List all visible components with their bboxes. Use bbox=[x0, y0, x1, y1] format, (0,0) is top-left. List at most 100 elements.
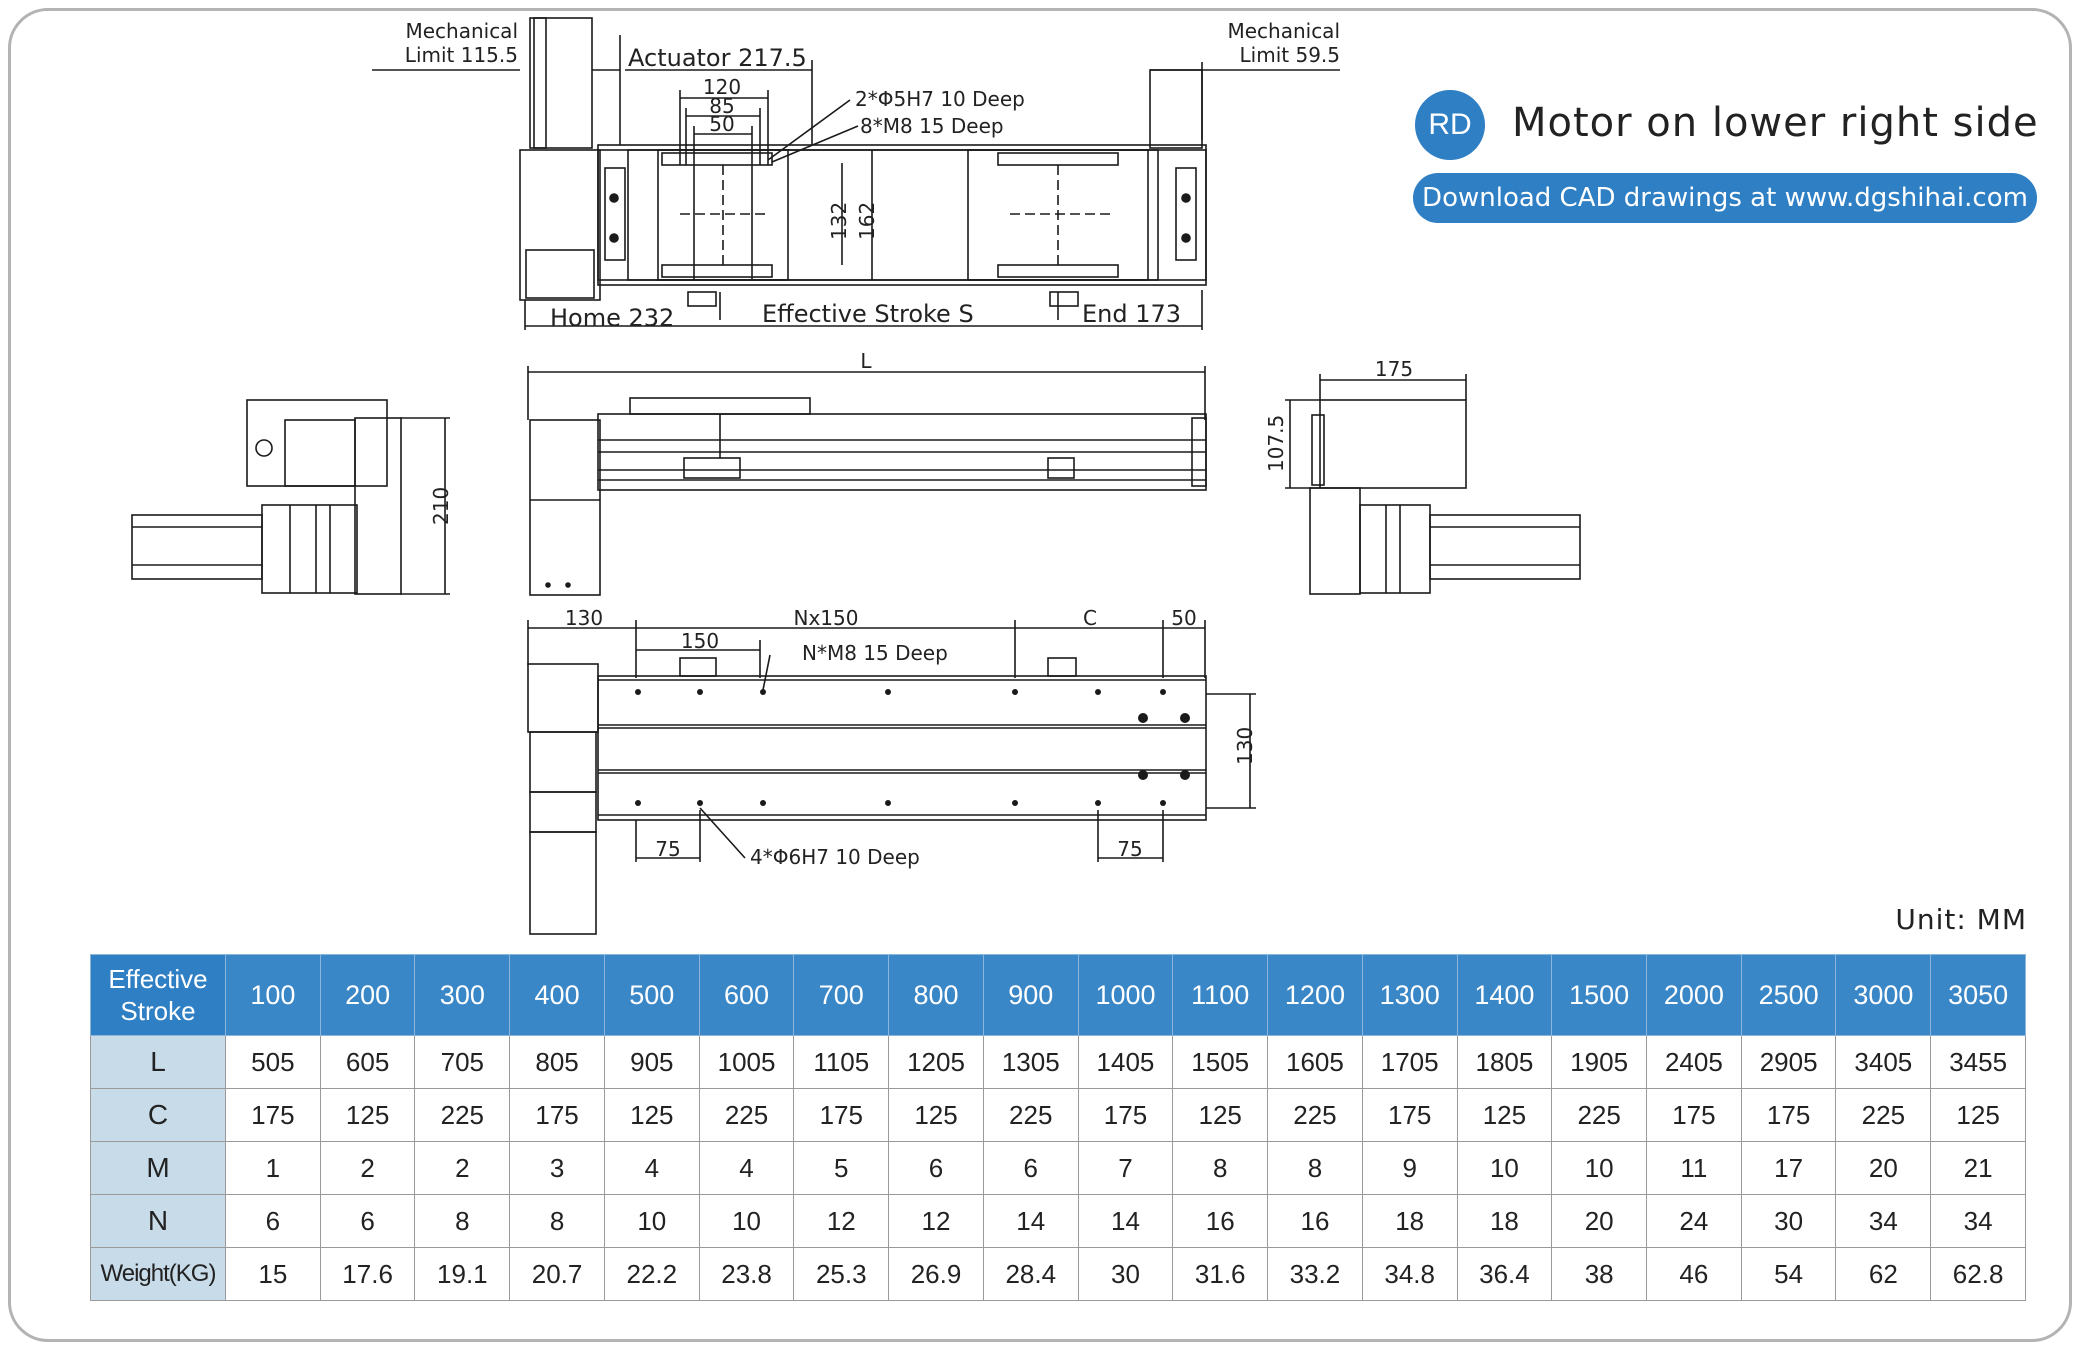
table-cell: 6 bbox=[982, 1141, 1079, 1195]
pin-note: 2*Φ5H7 10 Deep bbox=[855, 87, 1025, 111]
mech-limit-left-line1: Mechanical bbox=[405, 19, 518, 43]
nx150-label: Nx150 bbox=[794, 606, 859, 630]
actuator-label: Actuator 217.5 bbox=[628, 44, 807, 72]
table-cell: 10 bbox=[1551, 1141, 1648, 1195]
table-cell: 11 bbox=[1646, 1141, 1742, 1195]
table-cell: 20 bbox=[1551, 1194, 1648, 1248]
table-cell: 3455 bbox=[1930, 1035, 2026, 1089]
table-cell: 16 bbox=[1267, 1194, 1363, 1248]
dim-75-left: 75 bbox=[655, 837, 680, 861]
header-stroke-cell: 700 bbox=[793, 954, 890, 1036]
table-cell: 225 bbox=[414, 1088, 511, 1142]
header-stroke-cell: 500 bbox=[603, 954, 700, 1036]
nm8-note: N*M8 15 Deep bbox=[802, 641, 948, 665]
table-cell: 62.8 bbox=[1930, 1247, 2026, 1301]
table-cell: 2 bbox=[414, 1141, 511, 1195]
header-stroke-cell: 1400 bbox=[1456, 954, 1553, 1036]
table-cell: 19.1 bbox=[414, 1247, 511, 1301]
bottom-view bbox=[527, 620, 1256, 935]
dim-50-bottom: 50 bbox=[1171, 606, 1196, 630]
table-cell: 12 bbox=[793, 1194, 890, 1248]
header-stroke-cell: 600 bbox=[698, 954, 795, 1036]
header-label-line2: Stroke bbox=[120, 996, 196, 1026]
page-title: Motor on lower right side bbox=[1512, 100, 2039, 146]
table-cell: 14 bbox=[1077, 1194, 1174, 1248]
table-cell: 1505 bbox=[1172, 1035, 1269, 1089]
table-cell: 24 bbox=[1646, 1194, 1742, 1248]
dim-162: 162 bbox=[855, 202, 879, 240]
row-label: C bbox=[90, 1088, 226, 1142]
table-cell: 10 bbox=[603, 1194, 700, 1248]
table-cell: 125 bbox=[888, 1088, 984, 1142]
header-stroke-cell: 3000 bbox=[1835, 954, 1932, 1036]
header-stroke-cell: 100 bbox=[225, 954, 321, 1036]
header-stroke-cell: 900 bbox=[982, 954, 1079, 1036]
header-stroke-cell: 1300 bbox=[1361, 954, 1458, 1036]
header-stroke-cell: 2000 bbox=[1646, 954, 1742, 1036]
row-label: N bbox=[90, 1194, 226, 1248]
table-cell: 34 bbox=[1930, 1194, 2026, 1248]
screw-note: 8*M8 15 Deep bbox=[860, 114, 1004, 138]
table-cell: 62 bbox=[1835, 1247, 1932, 1301]
header-stroke-cell: 1200 bbox=[1267, 954, 1363, 1036]
header-stroke-cell: 2500 bbox=[1740, 954, 1837, 1036]
table-cell: 33.2 bbox=[1267, 1247, 1363, 1301]
header-effective-stroke: Effective Stroke bbox=[90, 954, 226, 1036]
table-cell: 5 bbox=[793, 1141, 890, 1195]
table-cell: 225 bbox=[1835, 1088, 1932, 1142]
length-label: L bbox=[860, 349, 872, 373]
table-cell: 34 bbox=[1835, 1194, 1932, 1248]
row-label: M bbox=[90, 1141, 226, 1195]
dim-175: 175 bbox=[1375, 357, 1413, 381]
table-cell: 4 bbox=[698, 1141, 795, 1195]
dim-150: 150 bbox=[681, 629, 719, 653]
dim-130-top: 130 bbox=[565, 606, 603, 630]
table-cell: 225 bbox=[698, 1088, 795, 1142]
table-cell: 15 bbox=[225, 1247, 321, 1301]
dim-107-5: 107.5 bbox=[1264, 415, 1288, 472]
table-cell: 12 bbox=[888, 1194, 984, 1248]
table-cell: 4 bbox=[603, 1141, 700, 1195]
table-cell: 175 bbox=[1361, 1088, 1458, 1142]
dim-85: 85 bbox=[709, 94, 734, 118]
table-cell: 1105 bbox=[793, 1035, 890, 1089]
header-stroke-cell: 1100 bbox=[1172, 954, 1269, 1036]
table-cell: 54 bbox=[1740, 1247, 1837, 1301]
table-cell: 175 bbox=[793, 1088, 890, 1142]
top-view bbox=[372, 17, 1340, 330]
table-cell: 225 bbox=[1267, 1088, 1363, 1142]
table-cell: 7 bbox=[1077, 1141, 1174, 1195]
table-cell: 28.4 bbox=[982, 1247, 1079, 1301]
table-cell: 175 bbox=[1646, 1088, 1742, 1142]
table-cell: 1 bbox=[225, 1141, 321, 1195]
end-label: End 173 bbox=[1082, 300, 1181, 328]
table-cell: 1305 bbox=[982, 1035, 1079, 1089]
table-cell: 1205 bbox=[888, 1035, 984, 1089]
download-cad-link[interactable]: Download CAD drawings at www.dgshihai.co… bbox=[1413, 173, 2037, 223]
table-cell: 805 bbox=[509, 1035, 605, 1089]
table-cell: 905 bbox=[603, 1035, 700, 1089]
table-cell: 9 bbox=[1361, 1141, 1458, 1195]
table-cell: 22.2 bbox=[603, 1247, 700, 1301]
table-cell: 6 bbox=[888, 1141, 984, 1195]
table-cell: 10 bbox=[698, 1194, 795, 1248]
table-cell: 20.7 bbox=[509, 1247, 605, 1301]
table-cell: 1405 bbox=[1077, 1035, 1174, 1089]
mech-limit-left-line2: Limit 115.5 bbox=[405, 43, 518, 67]
technical-drawing: Mechanical Limit 115.5 Actuator 217.5 Me… bbox=[131, 17, 1581, 935]
dim-210: 210 bbox=[429, 487, 453, 525]
table-cell: 6 bbox=[225, 1194, 321, 1248]
table-cell: 2905 bbox=[1740, 1035, 1837, 1089]
header-stroke-cell: 300 bbox=[414, 954, 511, 1036]
row-label: Weight(KG) bbox=[90, 1247, 226, 1301]
table-cell: 23.8 bbox=[698, 1247, 795, 1301]
dim-50: 50 bbox=[709, 112, 734, 136]
table-cell: 2 bbox=[319, 1141, 416, 1195]
table-cell: 225 bbox=[1551, 1088, 1648, 1142]
header-stroke-cell: 400 bbox=[509, 954, 605, 1036]
table-cell: 10 bbox=[1456, 1141, 1553, 1195]
table-cell: 17 bbox=[1740, 1141, 1837, 1195]
table-cell: 6 bbox=[319, 1194, 416, 1248]
